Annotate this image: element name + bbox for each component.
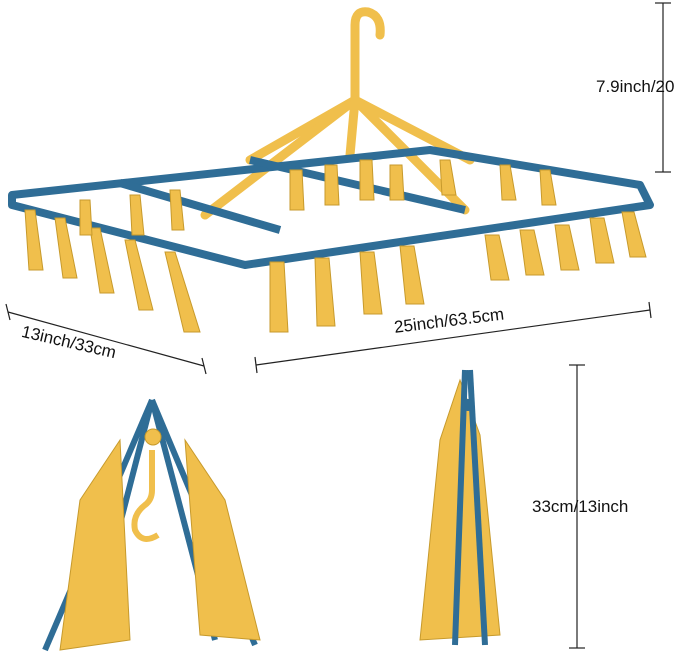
clips xyxy=(24,159,647,333)
folded-height-dimension-label: 33cm/13inch xyxy=(532,497,629,516)
dimension-lines xyxy=(5,2,671,649)
unfolded-hanger xyxy=(8,7,654,333)
folded-hanger-side xyxy=(419,369,501,646)
height-dimension-label: 7.9inch/20 xyxy=(596,77,675,96)
folded-hanger-front xyxy=(42,398,261,652)
